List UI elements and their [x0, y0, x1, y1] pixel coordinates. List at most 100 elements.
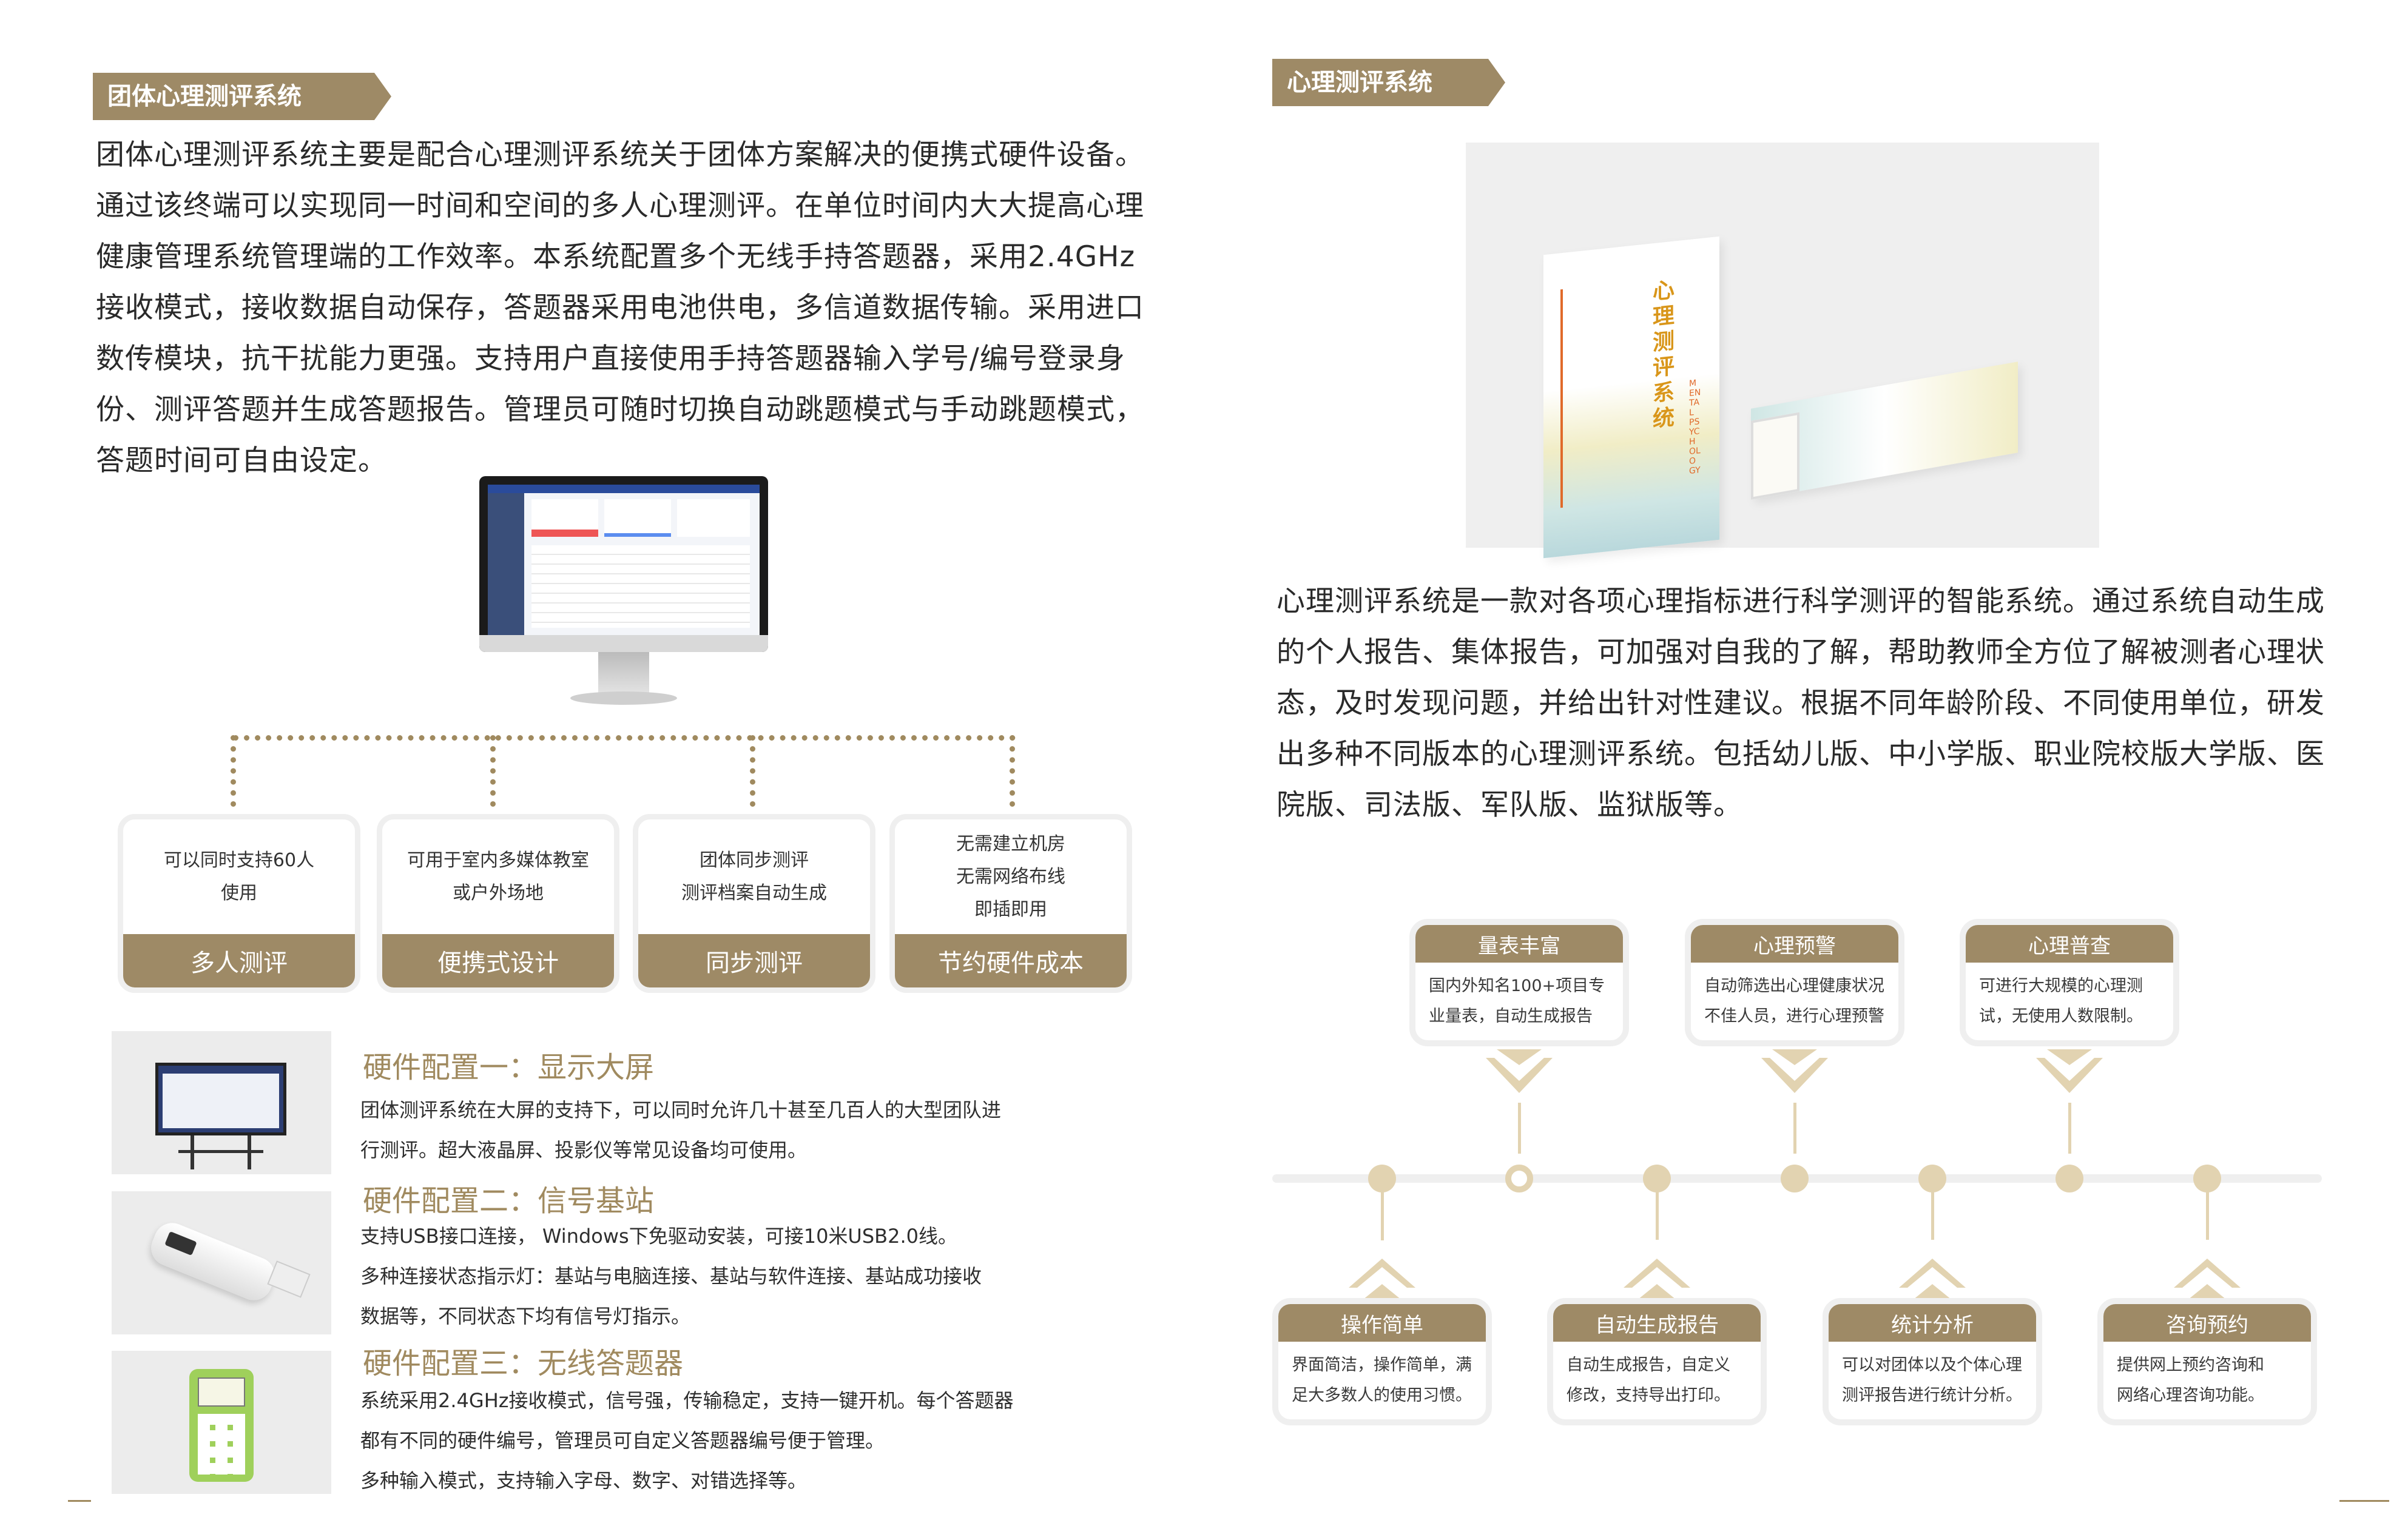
feature-box-line: 不佳人员，进行心理预警	[1704, 1007, 1884, 1026]
intro-line: 数传模块，抗干扰能力更强。支持用户直接使用手持答题器输入学号/编号登录身	[96, 342, 1125, 375]
monitor-illustration	[479, 476, 768, 713]
feature-box-title: 咨询预约	[2103, 1304, 2311, 1342]
timeline-connector	[1518, 1103, 1521, 1154]
hardware-line: 都有不同的硬件编号，管理员可自定义答题器编号便于管理。	[360, 1429, 885, 1452]
wireless-clicker-image	[112, 1351, 331, 1494]
feature-box-line: 国内外知名100+项目专	[1429, 977, 1605, 995]
intro-line: 健康管理系统管理端的工作效率。本系统配置多个无线手持答题器，采用2.4GHz	[96, 240, 1136, 274]
feature-card-cost: 无需建立机房无需网络布线即插即用 节约硬件成本	[889, 814, 1132, 993]
hardware-line: 数据等，不同状态下均有信号灯指示。	[360, 1305, 691, 1328]
feature-box-title: 心理普查	[1966, 925, 2173, 963]
intro-line: 院版、司法版、军队版、监狱版等。	[1277, 789, 1742, 822]
intro-line: 份、测评答题并生成答题报告。管理员可随时切换自动跳题模式与手动跳题模式，	[96, 393, 1144, 426]
hardware-desc: 支持USB接口连接， Windows下免驱动安装，可接10米USB2.0线。 多…	[360, 1216, 982, 1336]
hardware-desc: 团体测评系统在大屏的支持下，可以同时允许几十甚至几百人的大型团队进 行测评。超大…	[360, 1090, 1001, 1170]
large-display-image	[112, 1031, 331, 1174]
intro-line: 接收模式，接收数据自动保存，答题器采用电池供电，多信道数据传输。采用进口	[96, 291, 1144, 325]
intro-line: 态，及时发现问题，并给出针对性建议。根据不同年龄阶段、不同使用单位，研发	[1277, 687, 2325, 720]
timeline-dot	[1781, 1165, 1809, 1192]
timeline-connector	[1381, 1180, 1384, 1240]
feature-box-line: 提供网上预约咨询和	[2117, 1356, 2264, 1374]
feature-box-line: 试，无使用人数限制。	[1979, 1007, 2143, 1026]
feature-box-title: 统计分析	[1829, 1304, 2036, 1342]
chevron-up-icon	[1624, 1259, 1690, 1302]
card-desc: 或户外场地	[453, 883, 544, 904]
card-desc: 可以同时支持60人	[163, 850, 315, 871]
card-desc: 无需网络布线	[956, 866, 1065, 887]
hardware-title: 硬件配置一：显示大屏	[363, 1051, 655, 1085]
feature-box-line: 可以对团体以及个体心理	[1842, 1356, 2022, 1374]
product-box-image: 心理测评系统 MENTAL PSYCHOLOGY	[1466, 143, 2099, 559]
feature-box-auto-report: 自动生成报告 自动生成报告，自定义修改，支持导出打印。	[1547, 1298, 1767, 1425]
feature-box-line: 自动生成报告，自定义	[1567, 1356, 1730, 1374]
signal-base-image	[112, 1191, 331, 1334]
feature-box-statistics: 统计分析 可以对团体以及个体心理测评报告进行统计分析。	[1823, 1298, 2042, 1425]
feature-box-scales: 量表丰富 国内外知名100+项目专业量表，自动生成报告	[1409, 919, 1629, 1046]
feature-box-line: 测评报告进行统计分析。	[1842, 1386, 2022, 1405]
feature-box-census: 心理普查 可进行大规模的心理测试，无使用人数限制。	[1960, 919, 2179, 1046]
dotted-connector	[490, 735, 496, 807]
chevron-down-icon	[1761, 1049, 1828, 1093]
feature-card-multi-user: 可以同时支持60人使用 多人测评	[118, 814, 360, 993]
hardware-title: 硬件配置二：信号基站	[363, 1184, 655, 1218]
feature-box-line: 界面简洁，操作简单，满	[1292, 1356, 1472, 1374]
hardware-line: 多种输入模式，支持输入字母、数字、对错选择等。	[360, 1469, 808, 1492]
feature-box-title: 量表丰富	[1415, 925, 1623, 963]
timeline-dot	[2193, 1165, 2221, 1192]
card-label: 便携式设计	[382, 934, 614, 987]
feature-box-line: 网络心理咨询功能。	[2117, 1386, 2264, 1405]
hardware-line: 行测评。超大液晶屏、投影仪等常见设备均可使用。	[360, 1138, 808, 1162]
card-desc: 团体同步测评	[700, 850, 809, 871]
feature-box-line: 自动筛选出心理健康状况	[1704, 977, 1884, 995]
intro-line: 答题时间可自由设定。	[96, 444, 387, 477]
card-label: 同步测评	[638, 934, 870, 987]
card-label: 多人测评	[123, 934, 355, 987]
timeline-dot	[2056, 1165, 2083, 1192]
card-desc: 测评档案自动生成	[681, 883, 827, 904]
feature-box-warning: 心理预警 自动筛选出心理健康状况不佳人员，进行心理预警	[1685, 919, 1904, 1046]
monitor-screen	[488, 485, 760, 635]
intro-line: 出多种不同版本的心理测评系统。包括幼儿版、中小学版、职业院校版大学版、医	[1277, 738, 2325, 771]
dotted-connector	[750, 735, 755, 807]
assessment-system-intro: 心理测评系统是一款对各项心理指标进行科学测评的智能系统。通过系统自动生成 的个人…	[1277, 576, 2325, 831]
timeline-connector	[2206, 1189, 2209, 1240]
timeline-dot	[1918, 1165, 1946, 1192]
product-box-subtitle: MENTAL PSYCHOLOGY	[1689, 378, 1701, 477]
hardware-line: 团体测评系统在大屏的支持下，可以同时允许几十甚至几百人的大型团队进	[360, 1098, 1002, 1122]
feature-box-title: 自动生成报告	[1553, 1304, 1761, 1342]
hardware-desc: 系统采用2.4GHz接收模式，信号强，传输稳定，支持一键开机。每个答题器 都有不…	[360, 1381, 1014, 1501]
chevron-down-icon	[1486, 1049, 1553, 1093]
chevron-down-icon	[2036, 1049, 2103, 1093]
hardware-line: 支持USB接口连接， Windows下免驱动安装，可接10米USB2.0线。	[360, 1225, 958, 1248]
product-box-title: 心理测评系统	[1653, 277, 1675, 432]
feature-card-sync: 团体同步测评测评档案自动生成 同步测评	[633, 814, 875, 993]
timeline-dot	[1643, 1165, 1671, 1192]
card-label: 节约硬件成本	[895, 934, 1127, 987]
intro-line: 通过该终端可以实现同一时间和空间的多人心理测评。在单位时间内大大提高心理	[96, 189, 1144, 223]
hardware-line: 系统采用2.4GHz接收模式，信号强，传输稳定，支持一键开机。每个答题器	[360, 1389, 1014, 1412]
timeline-connector	[1931, 1189, 1934, 1240]
chevron-up-icon	[1349, 1259, 1415, 1302]
section-tag-group-assessment: 团体心理测评系统	[93, 73, 391, 120]
feature-box-title: 心理预警	[1691, 925, 1898, 963]
timeline-dot	[1505, 1165, 1533, 1192]
hardware-title: 硬件配置三：无线答题器	[363, 1347, 684, 1381]
intro-line: 团体心理测评系统主要是配合心理测评系统关于团体方案解决的便携式硬件设备。	[96, 138, 1144, 172]
chevron-up-icon	[2174, 1259, 2241, 1302]
hardware-line: 多种连接状态指示灯：基站与电脑连接、基站与软件连接、基站成功接收	[360, 1265, 982, 1288]
card-desc: 使用	[221, 883, 257, 904]
feature-box-line: 业量表，自动生成报告	[1429, 1007, 1593, 1026]
intro-line: 的个人报告、集体报告，可加强对自我的了解，帮助教师全方位了解被测者心理状	[1277, 636, 2325, 669]
card-desc: 无需建立机房	[956, 833, 1065, 855]
dotted-connector	[231, 735, 236, 807]
feature-box-title: 操作简单	[1278, 1304, 1486, 1342]
feature-box-easy: 操作简单 界面简洁，操作简单，满足大多数人的使用习惯。	[1272, 1298, 1492, 1425]
timeline-connector	[1656, 1189, 1659, 1240]
timeline-connector	[2068, 1103, 2071, 1154]
feature-box-line: 可进行大规模的心理测	[1979, 977, 2143, 995]
timeline-connector	[1793, 1103, 1796, 1154]
dotted-connector	[233, 735, 1016, 741]
group-system-intro: 团体心理测评系统主要是配合心理测评系统关于团体方案解决的便携式硬件设备。 通过该…	[96, 130, 1144, 486]
page-corner-rule	[68, 1500, 91, 1502]
feature-box-consultation: 咨询预约 提供网上预约咨询和网络心理咨询功能。	[2097, 1298, 2317, 1425]
